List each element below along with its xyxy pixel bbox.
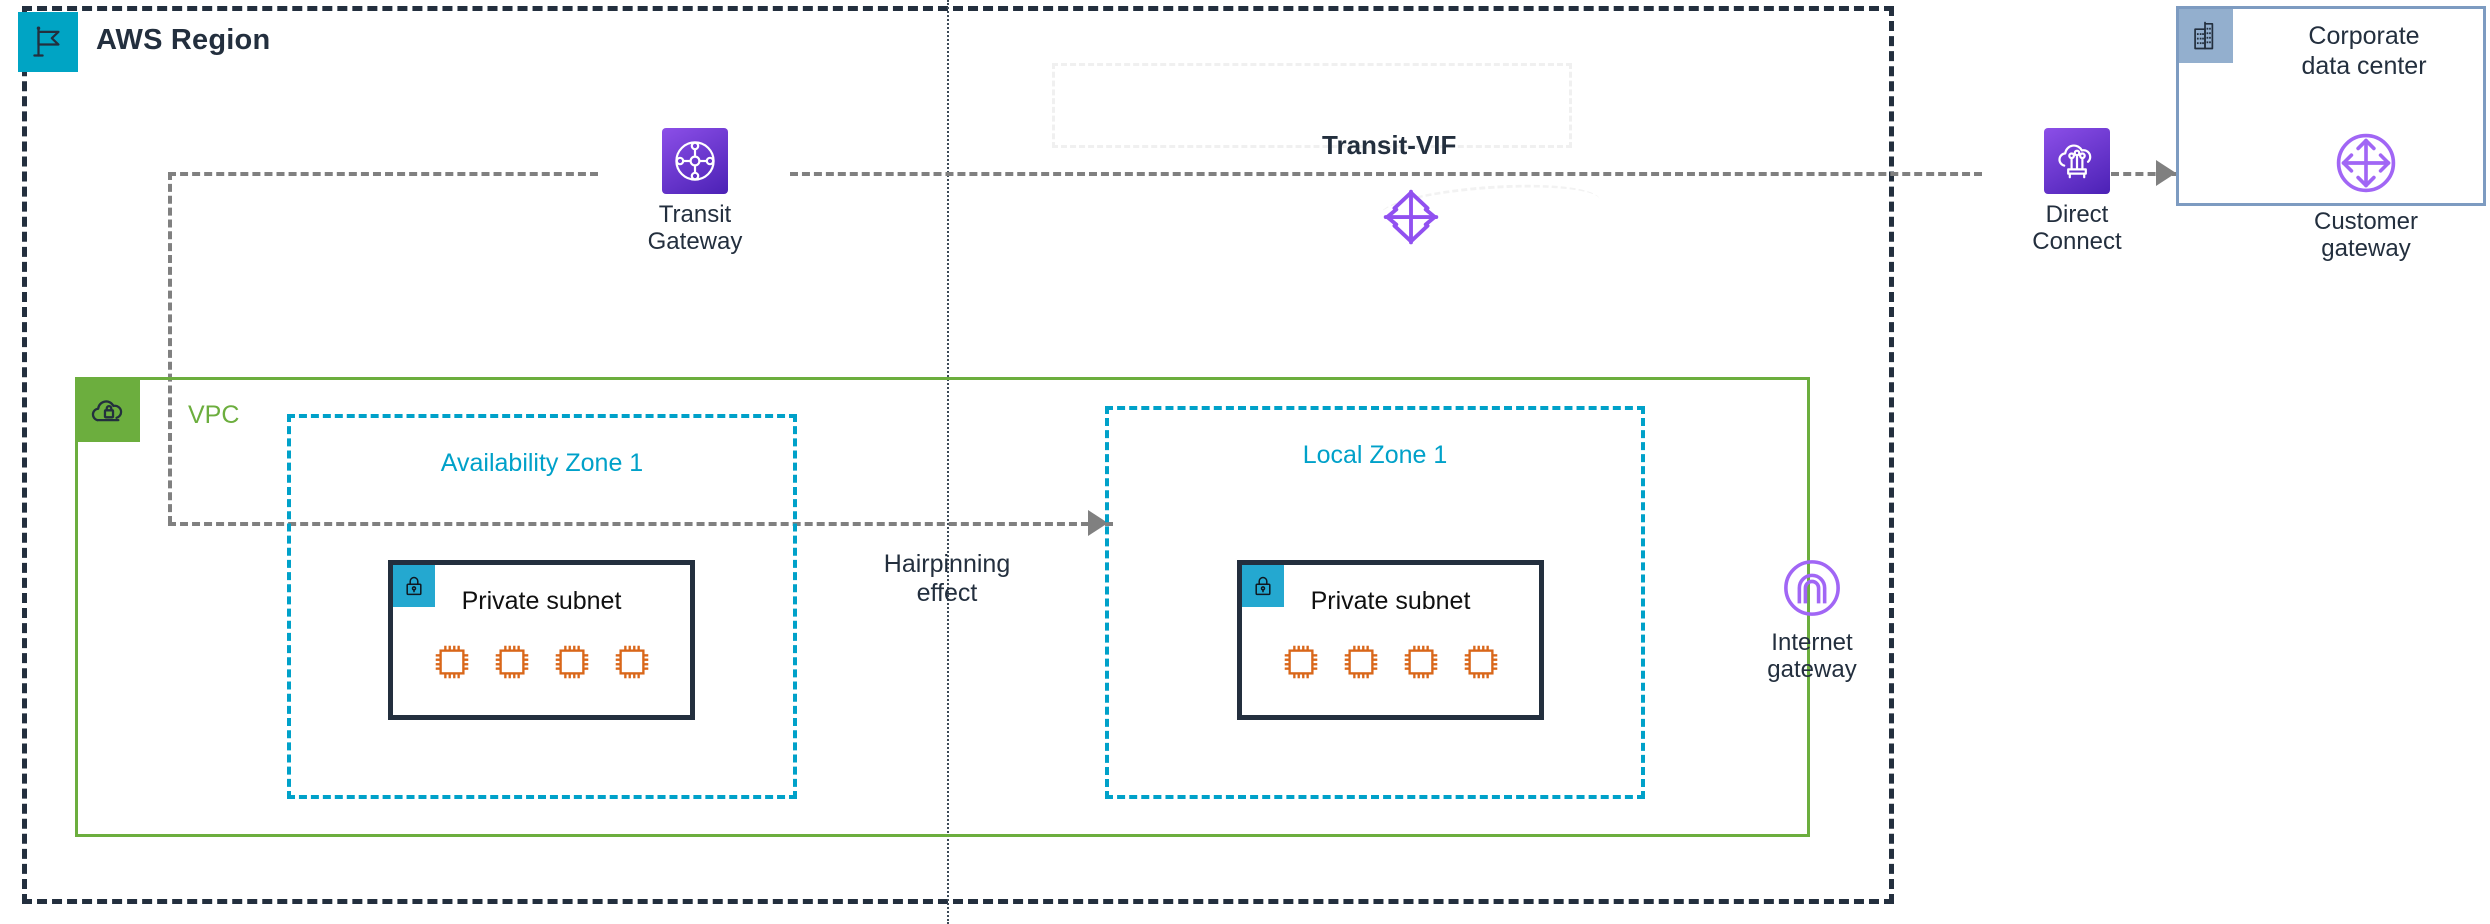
vpc-label: VPC — [188, 401, 240, 429]
ec2-instance-chip-icon — [555, 645, 588, 679]
transit-gateway-label: Transit Gateway — [647, 201, 743, 255]
availability-zone-1-label: Availability Zone 1 — [440, 449, 644, 477]
instance-group-az1 — [393, 641, 690, 683]
corporate-data-center-label: Corporate data center — [2301, 22, 2427, 80]
availability-zone-1-container: Availability Zone 1 — [287, 414, 797, 799]
customer-gateway-node[interactable]: Customer gateway — [2252, 128, 2480, 263]
customer-gateway-label: Customer gateway — [2313, 208, 2419, 262]
private-subnet-label: Private subnet — [461, 587, 622, 615]
private-subnet-lz1: Private subnet — [1237, 560, 1544, 720]
private-subnet-label: Private subnet — [1310, 587, 1471, 615]
ec2-instance-chip-icon — [1344, 645, 1377, 679]
private-subnet-az1: Private subnet — [388, 560, 695, 720]
transit-vif-label: Transit-VIF — [1322, 130, 1457, 160]
ec2-instance-chip-icon — [435, 645, 468, 679]
aws-region-label: AWS Region — [96, 24, 271, 56]
instance-group-lz1 — [1242, 641, 1539, 683]
private-subnet-lock-icon — [1242, 565, 1284, 607]
connector-hairpin-horizontal — [168, 522, 1113, 526]
ec2-instance-chip-icon — [615, 645, 648, 679]
ec2-instance-chip-icon — [1284, 645, 1317, 679]
aws-region-flag-icon — [18, 12, 78, 72]
hairpinning-effect-label: Hairpinning effect — [883, 550, 1011, 607]
connector-tgw-to-direct-connect — [790, 172, 1982, 176]
aws-region-container — [22, 6, 1894, 904]
ec2-instance-chip-icon — [1464, 645, 1497, 679]
private-subnet-lock-icon — [393, 565, 435, 607]
internet-gateway-node[interactable]: Internet gateway — [1742, 555, 1882, 684]
connector-hairpin-vertical — [168, 172, 172, 524]
ec2-instance-chip-icon — [1404, 645, 1437, 679]
local-zone-1-container: Local Zone 1 — [1105, 406, 1645, 799]
corporate-building-icon — [2179, 9, 2233, 63]
region-center-divider — [947, 0, 949, 924]
connector-direct-connect-to-corporate-dc — [2050, 172, 2180, 176]
arrowhead-to-local-zone — [1088, 510, 1108, 536]
vpc-cloud-lock-icon — [78, 380, 140, 442]
direct-connect-node[interactable]: Direct Connect — [1982, 128, 2172, 256]
internet-gateway-label: Internet gateway — [1767, 629, 1857, 683]
transit-vif-icon — [1380, 186, 1442, 253]
internet-gateway-icon — [1784, 560, 1840, 616]
customer-gateway-icon — [2336, 133, 2396, 193]
connector-tgw-to-vpc-route — [168, 172, 598, 176]
transit-gateway-icon — [662, 128, 728, 194]
vpc-container — [75, 377, 1810, 837]
background-ghost-rectangle — [1052, 63, 1572, 148]
local-zone-1-label: Local Zone 1 — [1302, 441, 1448, 469]
direct-connect-label: Direct Connect — [2032, 201, 2122, 255]
arrowhead-to-corporate-dc — [2156, 160, 2176, 186]
transit-gateway-node[interactable]: Transit Gateway — [600, 128, 790, 256]
ec2-instance-chip-icon — [495, 645, 528, 679]
direct-connect-icon — [2044, 128, 2110, 194]
